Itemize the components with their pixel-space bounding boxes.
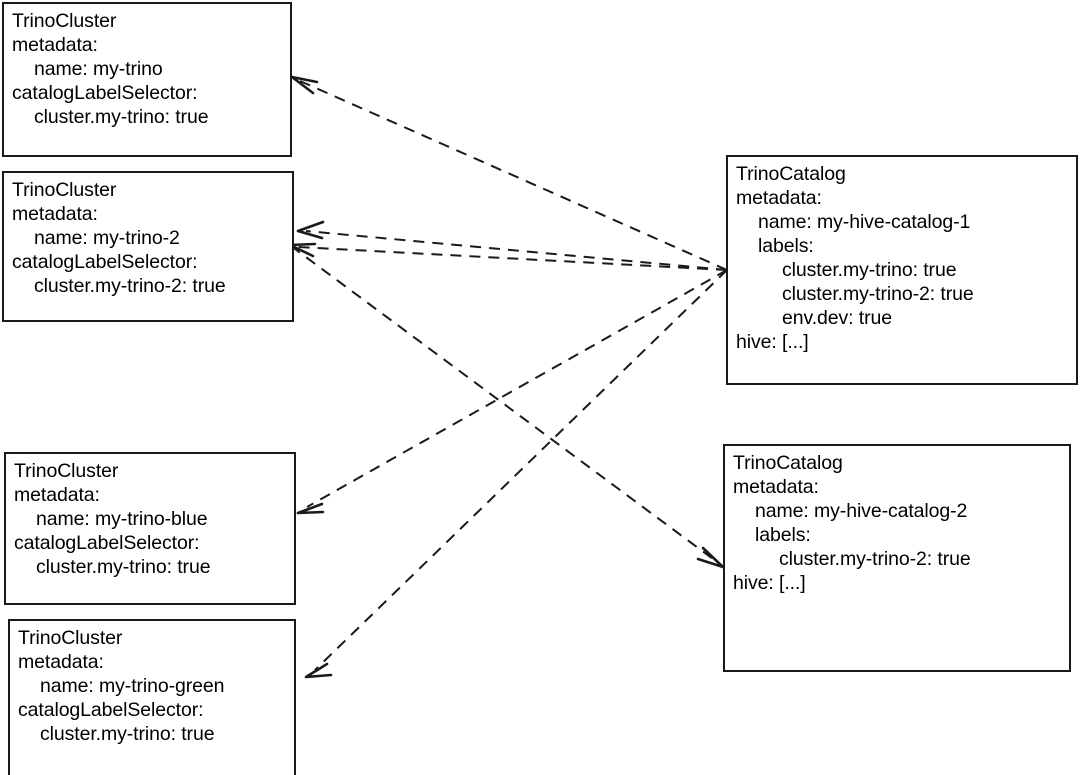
edge-catalog1-to-my-trino-2-lower [288, 242, 728, 271]
node-body: TrinoCatalog metadata: name: my-hive-cat… [736, 162, 1072, 354]
node-body: TrinoCluster metadata: name: my-trino-2 … [12, 178, 288, 298]
node-body: TrinoCatalog metadata: name: my-hive-cat… [733, 451, 1065, 595]
node-trinocatalog-my-hive-catalog-1[interactable]: TrinoCatalog metadata: name: my-hive-cat… [726, 155, 1078, 385]
node-trinocluster-my-trino-2[interactable]: TrinoCluster metadata: name: my-trino-2 … [2, 171, 294, 322]
edge-catalog1-to-my-trino-blue [296, 269, 728, 515]
node-line: cluster.my-trino: true [782, 259, 957, 281]
node-line: TrinoCluster [12, 179, 117, 201]
node-line: TrinoCluster [18, 627, 123, 649]
node-body: TrinoCluster metadata: name: my-trino-bl… [14, 459, 290, 579]
node-line: metadata: [733, 476, 819, 498]
node-line: TrinoCatalog [733, 452, 843, 474]
edge-catalog1-to-my-trino [290, 75, 728, 271]
node-line: hive: [...] [736, 331, 809, 353]
node-body: TrinoCluster metadata: name: my-trino-gr… [18, 626, 290, 746]
node-line: metadata: [14, 484, 100, 506]
node-line: labels: [755, 524, 811, 546]
node-line: TrinoCluster [12, 10, 117, 32]
node-line: hive: [...] [733, 572, 806, 594]
node-line: catalogLabelSelector: [14, 532, 200, 554]
node-line: TrinoCatalog [736, 163, 846, 185]
node-line: metadata: [736, 187, 822, 209]
node-line: cluster.my-trino: true [40, 723, 215, 745]
node-line: cluster.my-trino-2: true [782, 283, 974, 305]
edge-my-trino-2-to-catalog2 [290, 245, 725, 569]
node-body: TrinoCluster metadata: name: my-trino ca… [12, 9, 286, 129]
node-trinocluster-my-trino-blue[interactable]: TrinoCluster metadata: name: my-trino-bl… [4, 452, 296, 605]
node-line: name: my-hive-catalog-2 [755, 500, 968, 522]
node-line: metadata: [12, 34, 98, 56]
node-line: catalogLabelSelector: [18, 699, 204, 721]
node-trinocluster-my-trino-green[interactable]: TrinoCluster metadata: name: my-trino-gr… [8, 619, 296, 775]
node-trinocluster-my-trino[interactable]: TrinoCluster metadata: name: my-trino ca… [2, 2, 292, 157]
node-line: name: my-trino-blue [36, 508, 208, 530]
node-line: catalogLabelSelector: [12, 251, 198, 273]
node-line: cluster.my-trino: true [36, 556, 211, 578]
edge-catalog1-to-my-trino-2-upper [296, 220, 728, 271]
node-line: metadata: [12, 203, 98, 225]
node-line: TrinoCluster [14, 460, 119, 482]
node-line: env.dev: true [782, 307, 892, 329]
node-line: cluster.my-trino-2: true [34, 275, 226, 297]
node-line: cluster.my-trino-2: true [779, 548, 971, 570]
node-line: metadata: [18, 651, 104, 673]
node-line: labels: [758, 235, 814, 257]
node-line: name: my-hive-catalog-1 [758, 211, 971, 233]
node-line: name: my-trino-green [40, 675, 225, 697]
node-line: name: my-trino [34, 58, 163, 80]
edge-catalog1-to-my-trino-green [304, 269, 728, 679]
node-trinocatalog-my-hive-catalog-2[interactable]: TrinoCatalog metadata: name: my-hive-cat… [723, 444, 1071, 672]
node-line: name: my-trino-2 [34, 227, 180, 249]
node-line: cluster.my-trino: true [34, 106, 209, 128]
node-line: catalogLabelSelector: [12, 82, 198, 104]
